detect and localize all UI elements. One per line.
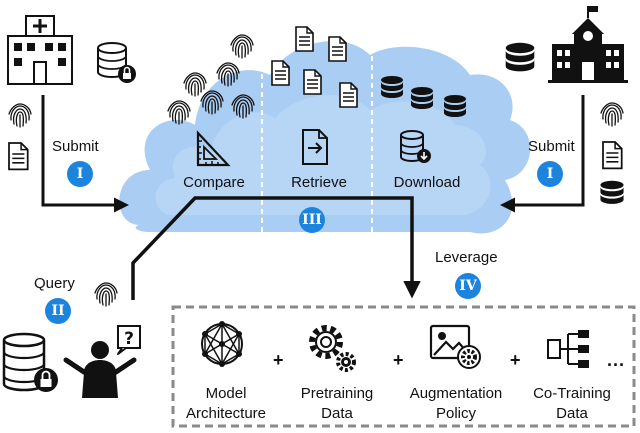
neural-network-icon [201, 321, 243, 367]
gears-icon [309, 325, 356, 372]
database-icon-right [505, 42, 535, 72]
submit-label-right: Submit [528, 138, 575, 155]
database-icon-right-small [600, 180, 624, 204]
step-badge-query: II [45, 298, 71, 324]
locked-database-icon-large [2, 332, 58, 392]
fingerprint-icon-left [8, 103, 32, 128]
step-badge-cloud: III [299, 207, 325, 233]
co-training-data-label: Co-Training Data [533, 385, 611, 422]
document-icon-left [8, 142, 29, 171]
query-leverage-path [131, 196, 421, 300]
ellipsis: ··· [607, 355, 625, 375]
step-badge-submit-left: I [67, 161, 93, 187]
submit-arrow-right [500, 95, 585, 213]
submit-arrow-left [41, 95, 129, 213]
leverage-label: Leverage [435, 249, 498, 266]
query-label: Query [34, 275, 75, 292]
document-icon-right [602, 141, 623, 170]
submit-label-left: Submit [52, 138, 99, 155]
compare-label: Compare [183, 174, 245, 191]
hospital-icon [7, 15, 73, 85]
fingerprint-icon-right [600, 102, 624, 127]
hierarchy-icon [547, 330, 589, 368]
ruler-icon [196, 130, 231, 167]
svg-text:?: ? [124, 329, 134, 349]
fingerprint-icon-query [94, 282, 118, 307]
database-download-icon [400, 130, 431, 163]
augmentation-policy-label: Augmentation Policy [409, 385, 503, 422]
download-label: Download [393, 174, 461, 191]
step-badge-leverage: IV [455, 273, 481, 299]
retrieve-label: Retrieve [291, 174, 347, 191]
person-question-icon: ? [63, 325, 141, 398]
plus-sign-1: + [273, 350, 284, 370]
retrieve-document-icon [302, 129, 328, 165]
pretraining-data-label: Pretraining Data [300, 385, 374, 422]
model-architecture-label: Model Architecture [185, 385, 267, 422]
school-icon [548, 6, 628, 83]
plus-sign-3: + [510, 350, 521, 370]
plus-sign-2: + [393, 350, 404, 370]
components-box [171, 305, 636, 428]
locked-database-icon [97, 42, 136, 83]
step-badge-submit-right: I [537, 161, 563, 187]
image-gear-icon [429, 324, 481, 369]
